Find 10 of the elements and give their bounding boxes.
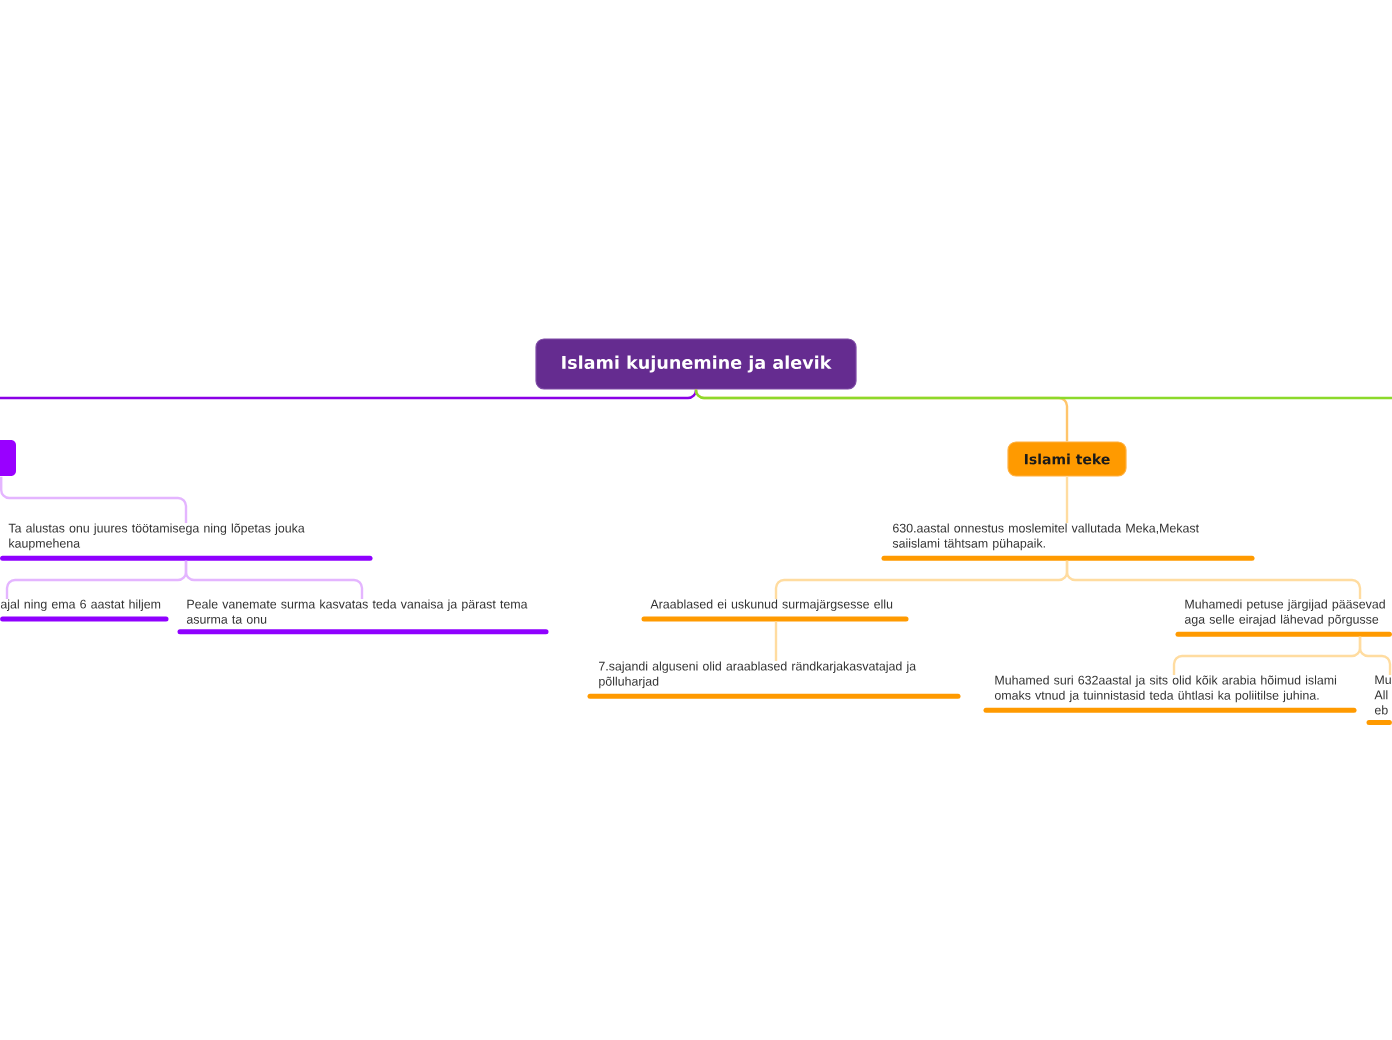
connector-line <box>774 621 778 661</box>
connector-line <box>0 388 698 400</box>
connector-line <box>1358 636 1392 675</box>
connector-line <box>184 560 364 599</box>
topic-box: Islami kujunemine ja alevik <box>535 338 857 390</box>
connector-line <box>1065 560 1362 599</box>
connector-line <box>1065 476 1069 523</box>
topic-box <box>0 440 16 476</box>
connector-line <box>0 476 188 523</box>
connector-line <box>694 388 1392 400</box>
